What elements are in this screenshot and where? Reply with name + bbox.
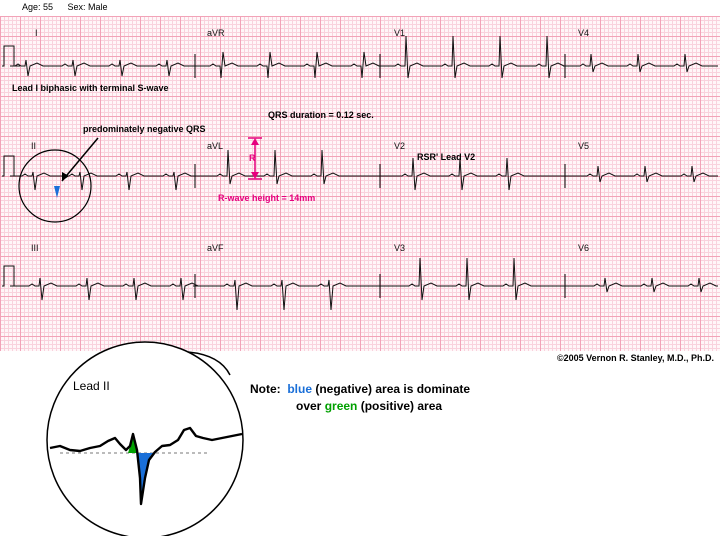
- negative-qrs-annotation: predominately negative QRS: [83, 124, 206, 134]
- patient-age: Age: 55: [22, 2, 54, 12]
- lead-ii-highlight-circle: [18, 149, 92, 223]
- lead-label-ii: II: [31, 141, 37, 151]
- ecg-trace-row-2: [2, 149, 718, 191]
- note-line-1: Note: blue (negative) area is dominate: [250, 381, 470, 398]
- copyright-notice: ©2005 Vernon R. Stanley, M.D., Ph.D.: [556, 353, 714, 363]
- patient-header: Age: 55 Sex: Male: [22, 2, 120, 12]
- note-text: Note: blue (negative) area is dominate o…: [250, 381, 470, 415]
- r-wave-height-annotation: R-wave height = 14mm: [218, 193, 316, 203]
- lead-label-avf: aVF: [207, 243, 224, 253]
- ecg-strip: I aVR V1 V4 II aVL V2 V5 III aVF V3 V6 L…: [0, 16, 720, 351]
- lead-label-i: I: [35, 28, 38, 38]
- lead-ii-trace: [49, 426, 243, 506]
- ecg-trace-row-1: [2, 35, 718, 79]
- r-marker-label: R: [249, 153, 256, 163]
- ecg-trace-row-3: [2, 257, 718, 311]
- ecg-traces: [2, 35, 718, 311]
- lead1-biphasic-annotation: Lead I biphasic with terminal S-wave: [12, 83, 169, 93]
- inset-title: Lead II: [73, 379, 110, 393]
- note-prefix: Note:: [250, 382, 281, 396]
- annotation-arrow: [61, 137, 99, 182]
- note-blue-word: blue: [287, 382, 313, 396]
- annotation-arrowhead: [62, 172, 69, 181]
- r-marker-arrow-up: [251, 138, 259, 145]
- patient-sex: Sex: Male: [67, 2, 108, 12]
- positive-area: [128, 434, 137, 453]
- lead-label-v1: V1: [394, 28, 406, 38]
- highlight-negative-fill: [54, 186, 60, 198]
- lead-label-avl: aVL: [207, 141, 224, 151]
- lead-label-iii: III: [31, 243, 39, 253]
- qrs-duration-annotation: QRS duration = 0.12 sec.: [268, 110, 374, 120]
- lead-label-v2: V2: [394, 141, 406, 151]
- negative-area: [137, 453, 156, 500]
- lead-label-v6: V6: [578, 243, 590, 253]
- note-line1-rest: (negative) area is dominate: [312, 382, 471, 396]
- lead-label-v5: V5: [578, 141, 590, 151]
- note-green-word: green: [324, 399, 358, 413]
- note-line2-rest: (positive) area: [357, 399, 443, 413]
- lead-label-v4: V4: [578, 28, 590, 38]
- inset-circle: [46, 341, 244, 536]
- note-line2-start: over: [296, 399, 325, 413]
- lead-label-v3: V3: [394, 243, 406, 253]
- r-marker-arrow-down: [251, 172, 259, 179]
- rsr-v2-annotation: RSR' Lead V2: [417, 152, 476, 162]
- note-line-2: over green (positive) area: [250, 398, 470, 415]
- lead-label-avr: aVR: [207, 28, 225, 38]
